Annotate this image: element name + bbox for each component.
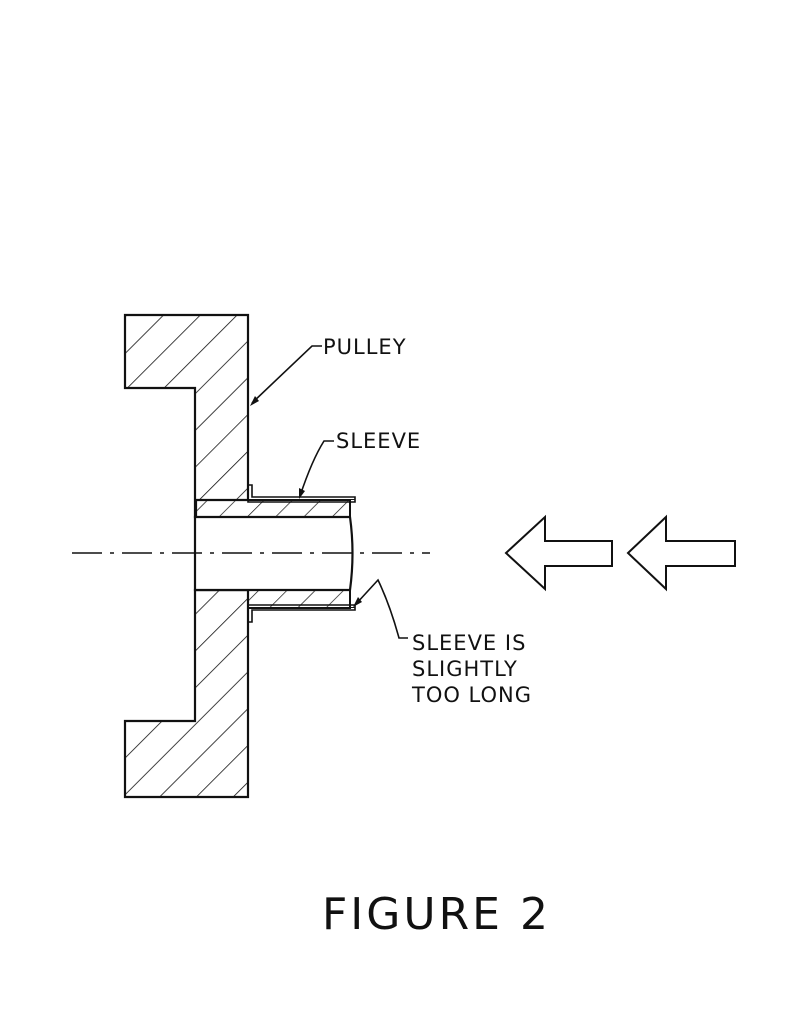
sleeve-note: SLEEVE IS SLIGHTLY TOO LONG — [412, 630, 532, 708]
sleeve-note-line-1: SLEEVE IS — [412, 631, 527, 655]
pulley-lower-section — [123, 588, 250, 799]
note-leader-arrowhead — [353, 597, 362, 607]
sleeve-leader — [299, 440, 334, 497]
figure-title: FIGURE 2 — [322, 889, 551, 940]
sleeve-upper — [247, 484, 356, 503]
pulley-leader-arrowhead — [250, 396, 259, 406]
sleeve-label: SLEEVE — [336, 429, 422, 453]
arrow-right-icon — [626, 514, 736, 592]
note-leader — [355, 578, 408, 639]
pulley-upper-section — [123, 313, 250, 519]
sleeve-leader-arrowhead — [299, 488, 305, 499]
pulley-section — [123, 313, 351, 799]
arrow-left-icon — [504, 514, 613, 592]
pulley-label: PULLEY — [323, 335, 407, 359]
pulley-hub-lower-fill — [248, 590, 350, 607]
sleeve — [247, 484, 356, 623]
pulley-leader — [251, 345, 322, 404]
direction-arrows — [504, 514, 736, 592]
sleeve-note-line-2: SLIGHTLY — [412, 657, 518, 681]
sleeve-note-line-3: TOO LONG — [412, 683, 533, 707]
leaders — [250, 345, 408, 639]
